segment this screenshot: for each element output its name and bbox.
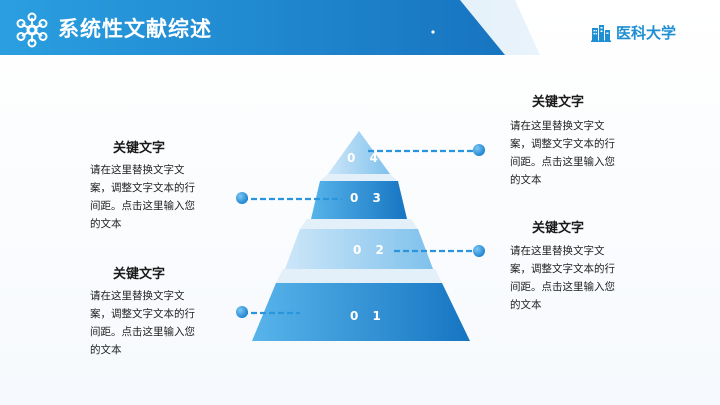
keyword-title-right-bottom: 关键文字 xyxy=(532,221,585,236)
pyramid-label-03: 0 3 xyxy=(350,191,386,205)
connector-dot xyxy=(473,245,485,257)
molecule-icon xyxy=(16,12,48,48)
page-title: 系统性文献综述 xyxy=(58,17,212,41)
pyramid-label-04: 0 4 xyxy=(347,151,383,165)
body-text-right-bottom: 请在这里替换文字文案，调整文字文本的行间距。点击这里输入您的文本 xyxy=(510,245,615,311)
logo: 医科大学 xyxy=(591,22,676,43)
pyramid-level-01 xyxy=(252,283,470,341)
keyword-title-left-bottom: 关键文字 xyxy=(113,267,166,282)
pyramid-gap xyxy=(276,269,442,283)
pyramid-level-03 xyxy=(311,181,407,219)
keyword-title-right-top: 关键文字 xyxy=(532,95,585,110)
pyramid-gap xyxy=(320,174,398,181)
keyword-title-left-top: 关键文字 xyxy=(113,141,166,156)
body-text-left-bottom: 请在这里替换文字文案，调整文字文本的行间距。点击这里输入您的文本 xyxy=(90,290,195,356)
header-band xyxy=(0,0,540,55)
connector-dot xyxy=(473,144,485,156)
pyramid-level-04 xyxy=(328,131,390,174)
pyramid-level-02 xyxy=(285,229,433,269)
logo-text: 医科大学 xyxy=(616,24,677,42)
pyramid-gap xyxy=(300,219,418,229)
pyramid-label-02: 0 2 xyxy=(353,243,389,257)
body-text-left-top: 请在这里替换文字文案，调整文字文本的行间距。点击这里输入您的文本 xyxy=(90,164,195,230)
university-building-icon xyxy=(591,24,611,42)
connector-dot xyxy=(236,192,248,204)
body-text-right-top: 请在这里替换文字文案，调整文字文本的行间距。点击这里输入您的文本 xyxy=(510,120,615,186)
pyramid-label-01: 0 1 xyxy=(350,309,386,323)
connector-dot xyxy=(236,306,248,318)
